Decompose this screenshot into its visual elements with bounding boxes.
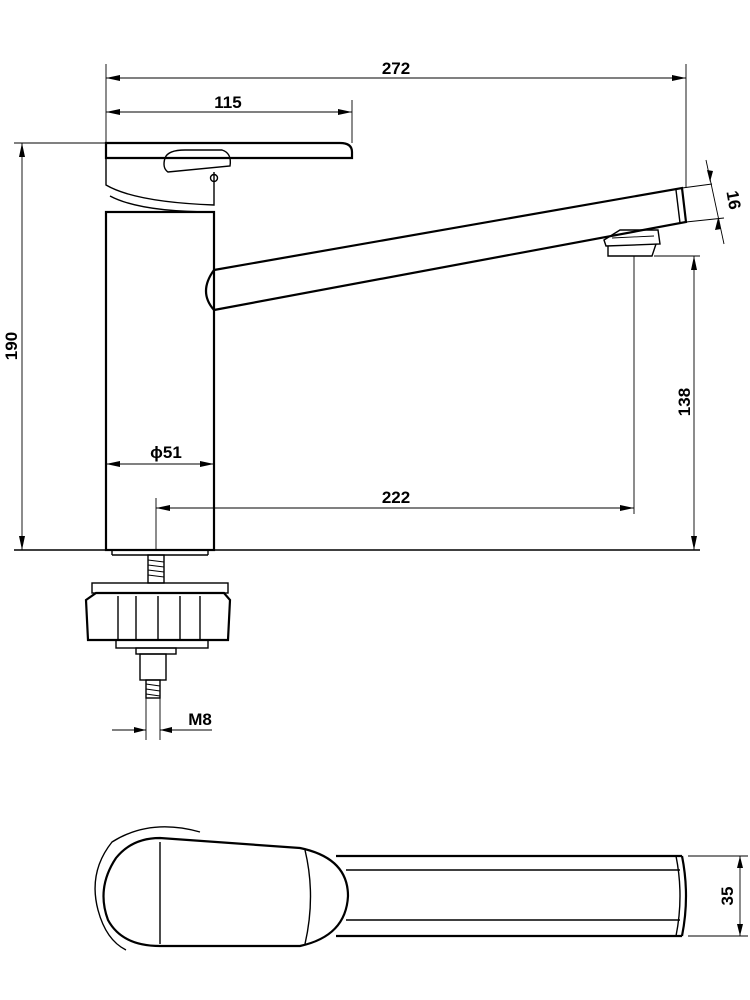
faucet-spout: [204, 186, 688, 312]
dim-spout-thickness: 16: [722, 189, 744, 211]
dim-overall-length: 272: [382, 59, 410, 78]
faucet-handle: [104, 141, 354, 213]
top-view-dimension: 35: [688, 855, 748, 937]
dim-spout-reach: 222: [382, 488, 410, 507]
dim-spout-width: 35: [718, 887, 737, 906]
faucet-top-view: [94, 826, 688, 951]
dim-thread: M8: [188, 710, 212, 729]
dim-body-diameter: ϕ51: [150, 443, 182, 462]
dimension-lines: 272 115 190 ϕ51 222 138: [2, 59, 744, 740]
faucet-body: [104, 210, 216, 552]
faucet-side-view: [14, 141, 700, 699]
dim-handle-length: 115: [214, 93, 241, 112]
dim-spout-height: 138: [675, 388, 694, 416]
dim-overall-height: 190: [2, 332, 21, 360]
mounting-hardware: [84, 554, 232, 699]
